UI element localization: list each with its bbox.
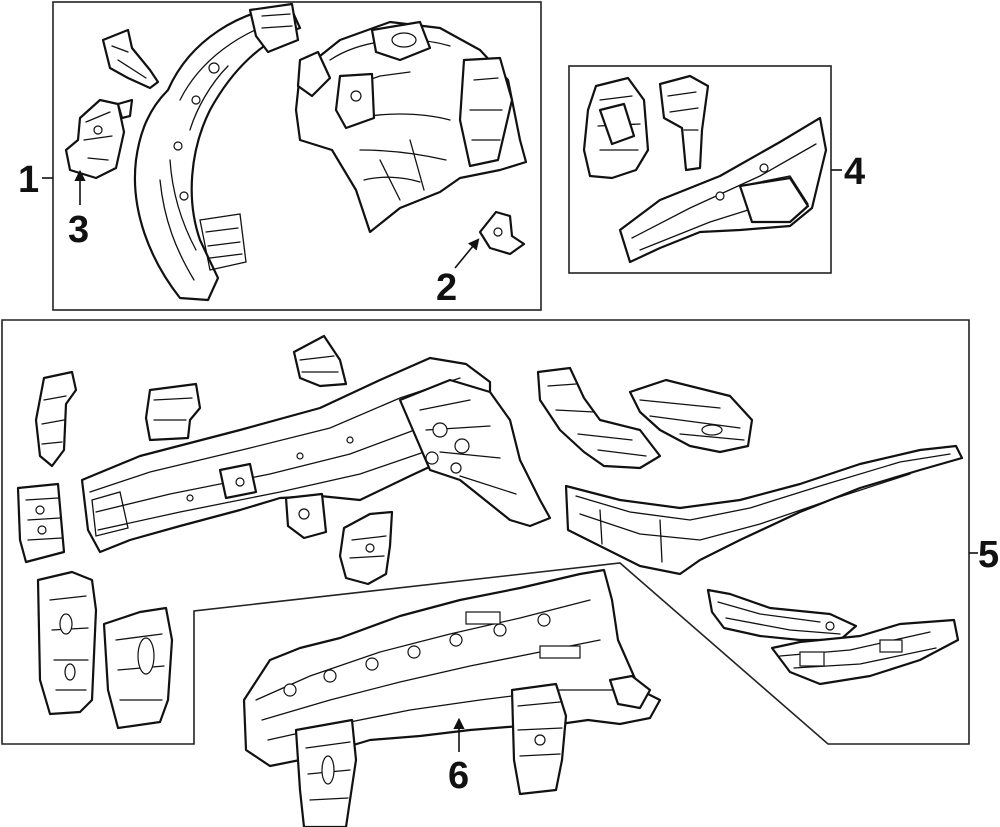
part-2-clip: [478, 210, 526, 256]
part-3-bracket: [64, 98, 134, 180]
group-5-small-upright: [144, 382, 202, 442]
callout-2: 2: [436, 267, 457, 309]
quarter-inner-panel: [294, 20, 528, 234]
callout-2-arrow: [454, 238, 480, 269]
group-4-upright-bracket: [658, 74, 710, 172]
member-lower-bracket: [338, 510, 394, 586]
callout-6: 6: [448, 755, 469, 797]
group-4-front-bracket: [582, 76, 650, 180]
lower-right-bracket-a: [706, 588, 858, 642]
member-top-bracket: [292, 334, 348, 388]
upper-rail-front-bracket: [536, 366, 662, 470]
group-5-left-bracket: [34, 370, 78, 468]
wheelhouse-apron: [133, 2, 302, 302]
group-5-pillar-left: [36, 570, 98, 716]
group-5-frame: [1, 319, 970, 745]
callout-1: 1: [18, 159, 39, 201]
group-5-pillar-right: [102, 606, 174, 730]
member-lower-gusset: [284, 492, 328, 540]
callout-4: 4: [844, 151, 865, 193]
group-1-frame: [52, 1, 542, 311]
callout-3: 3: [68, 209, 89, 251]
callout-5: 5: [978, 534, 999, 576]
front-side-member-rear: [398, 378, 552, 528]
front-apron-pillar-right: [510, 682, 568, 796]
small-bracket-top: [101, 28, 160, 90]
group-4-rail: [618, 116, 828, 264]
front-apron-pillar-left: [294, 718, 358, 827]
shock-tower-cap: [628, 378, 754, 454]
lower-right-bracket-b: [770, 618, 960, 686]
upper-rail-curved: [564, 444, 964, 576]
group-5-block-bracket: [16, 482, 66, 564]
front-side-member: [80, 356, 492, 554]
